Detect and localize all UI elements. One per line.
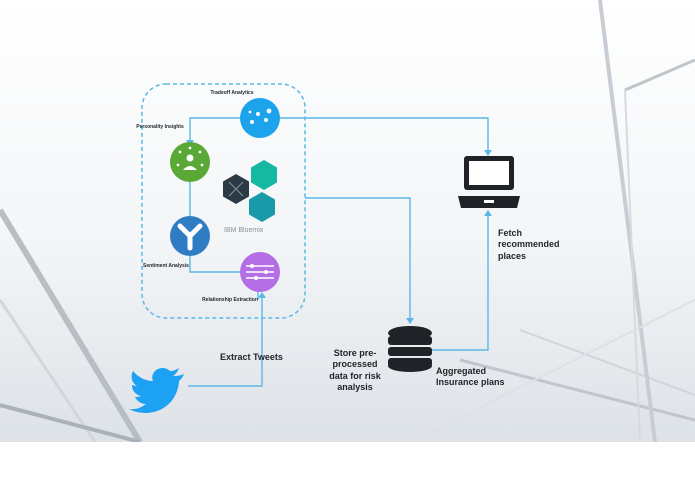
twitter-bird-icon <box>129 367 184 413</box>
database-to-laptop-connector <box>430 214 489 351</box>
person-network-icon <box>176 146 204 170</box>
personality-insights-label: Personality Insights <box>136 124 184 130</box>
extract-tweets-label: Extract Tweets <box>220 352 283 362</box>
aggregated-plans-label: Aggregated Insurance plans <box>436 366 505 388</box>
relationship-extraction-label: Relationship Extraction <box>202 297 258 303</box>
slide-background: Tradeoff Analytics Personality Insights … <box>0 0 695 442</box>
tradeoff-analytics-node[interactable] <box>240 98 280 138</box>
analytics-scatter-icon <box>248 108 272 124</box>
flow-connectors <box>188 117 489 387</box>
store-data-label: Store pre-processed data for risk analys… <box>329 348 381 392</box>
cloud-boundary <box>141 83 306 319</box>
database-icon <box>388 326 432 372</box>
merge-arrow-icon <box>177 223 203 251</box>
sentiment-analysis-label: Sentiment Analysis <box>143 263 189 269</box>
tradeoff-analytics-label: Tradeoff Analytics <box>210 90 254 96</box>
relationship-extraction-node[interactable] <box>240 252 280 292</box>
tweets-to-extraction-connector <box>188 296 263 387</box>
personality-insights-node[interactable] <box>170 142 210 182</box>
cloud-to-database-connector <box>305 197 411 320</box>
tradeoff-to-laptop-connector <box>280 117 489 152</box>
diagram-canvas <box>0 0 695 442</box>
sentiment-analysis-node[interactable] <box>170 216 210 256</box>
fetch-places-label: Fetch recommended places <box>498 228 560 261</box>
background-decoration <box>0 0 695 442</box>
laptop-icon <box>458 156 520 208</box>
bluemix-label: IBM Bluemix <box>224 227 264 234</box>
bluemix-logo <box>223 160 277 222</box>
